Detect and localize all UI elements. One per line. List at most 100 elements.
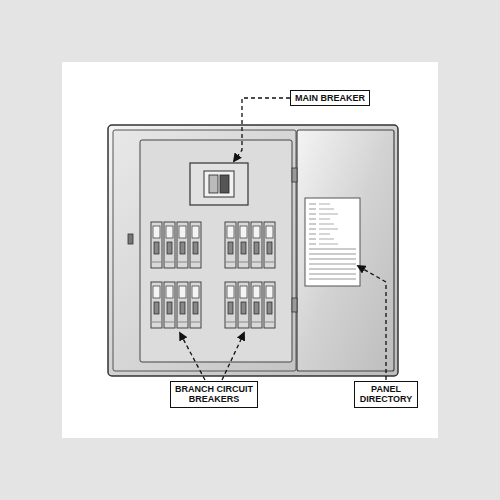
- breaker: [251, 222, 262, 268]
- breaker: [225, 222, 236, 268]
- directory-line: [319, 214, 338, 215]
- directory-line: [309, 264, 356, 265]
- directory-line: [319, 229, 338, 230]
- hinge: [292, 298, 297, 312]
- breaker: [151, 222, 162, 268]
- directory-line: [309, 259, 356, 260]
- breaker-toggle: [167, 302, 172, 314]
- breaker-toggle: [267, 242, 272, 254]
- breaker-label: [153, 226, 160, 238]
- breaker-line: [165, 322, 174, 323]
- main-breaker-body: [204, 171, 234, 197]
- directory-line: [319, 219, 330, 220]
- breaker-toggle: [167, 242, 172, 254]
- directory-line: [319, 209, 334, 210]
- breaker-label: [240, 286, 247, 298]
- door: [297, 130, 394, 371]
- breaker: [164, 282, 175, 328]
- breaker-toggle: [267, 302, 272, 314]
- directory-line: [309, 249, 356, 250]
- latch: [128, 234, 133, 244]
- callout-box: PANEL DIRECTORY: [354, 381, 418, 408]
- breaker: [151, 282, 162, 328]
- inner-frame: [140, 140, 292, 362]
- callout-box: MAIN BREAKER: [290, 90, 370, 106]
- breaker-label: [227, 286, 234, 298]
- breaker-label: [253, 226, 260, 238]
- breaker-line: [226, 262, 235, 263]
- directory-line: [309, 229, 316, 230]
- breaker-line: [178, 322, 187, 323]
- directory-line: [319, 224, 334, 225]
- breaker: [177, 222, 188, 268]
- directory-line: [309, 274, 356, 275]
- main-breaker: [190, 163, 248, 205]
- breaker-line: [239, 262, 248, 263]
- directory-line: [309, 244, 316, 245]
- breaker-line: [239, 322, 248, 323]
- leader-line: [222, 333, 244, 380]
- breaker: [225, 282, 236, 328]
- leader-line: [358, 266, 386, 380]
- breaker-line: [178, 262, 187, 263]
- breaker-toggle: [154, 242, 159, 254]
- breaker-toggle: [254, 242, 259, 254]
- breaker: [164, 222, 175, 268]
- directory-line: [309, 224, 316, 225]
- breaker-line: [226, 322, 235, 323]
- directory-lines: [309, 204, 356, 279]
- directory-line: [309, 204, 316, 205]
- breaker-label: [266, 226, 273, 238]
- enclosure: [108, 125, 398, 376]
- dead-front: [113, 130, 296, 371]
- breaker-label: [240, 226, 247, 238]
- breaker-label: [166, 226, 173, 238]
- breaker-toggle: [193, 302, 198, 314]
- breaker-toggle: [254, 302, 259, 314]
- breaker-toggle: [180, 302, 185, 314]
- directory-line: [309, 254, 356, 255]
- directory-line: [309, 239, 316, 240]
- breaker: [264, 282, 275, 328]
- callout-box: BRANCH CIRCUIT BREAKERS: [170, 381, 258, 408]
- breaker-line: [252, 322, 261, 323]
- directory-line: [319, 244, 338, 245]
- breaker-toggle: [154, 302, 159, 314]
- breaker-line: [191, 262, 200, 263]
- breaker: [190, 222, 201, 268]
- breaker-toggle: [228, 242, 233, 254]
- directory-line: [309, 269, 356, 270]
- breaker-label: [153, 286, 160, 298]
- callout-label: PANEL DIRECTORY: [359, 384, 413, 405]
- breaker-label: [192, 226, 199, 238]
- breaker-toggle: [241, 242, 246, 254]
- directory-line: [309, 219, 316, 220]
- breaker: [238, 222, 249, 268]
- breaker-label: [179, 226, 186, 238]
- directory-line: [319, 239, 334, 240]
- directory-line: [309, 209, 316, 210]
- breaker-label: [266, 286, 273, 298]
- breaker-toggle: [193, 242, 198, 254]
- breaker-label: [227, 226, 234, 238]
- main-handle: [209, 175, 218, 193]
- directory-line: [319, 234, 330, 235]
- directory-line: [309, 214, 316, 215]
- breaker: [190, 282, 201, 328]
- card: [62, 62, 438, 438]
- directory-line: [319, 204, 330, 205]
- breaker-line: [152, 322, 161, 323]
- branch-breakers: [151, 222, 275, 328]
- breaker-line: [191, 322, 200, 323]
- callout-label: MAIN BREAKER: [295, 93, 365, 103]
- main-handle: [220, 175, 229, 193]
- hinge: [292, 168, 297, 182]
- breaker-line: [152, 262, 161, 263]
- breaker-toggle: [180, 242, 185, 254]
- breaker-label: [253, 286, 260, 298]
- breaker-line: [265, 262, 274, 263]
- breaker-label: [179, 286, 186, 298]
- directory-card: [305, 198, 360, 286]
